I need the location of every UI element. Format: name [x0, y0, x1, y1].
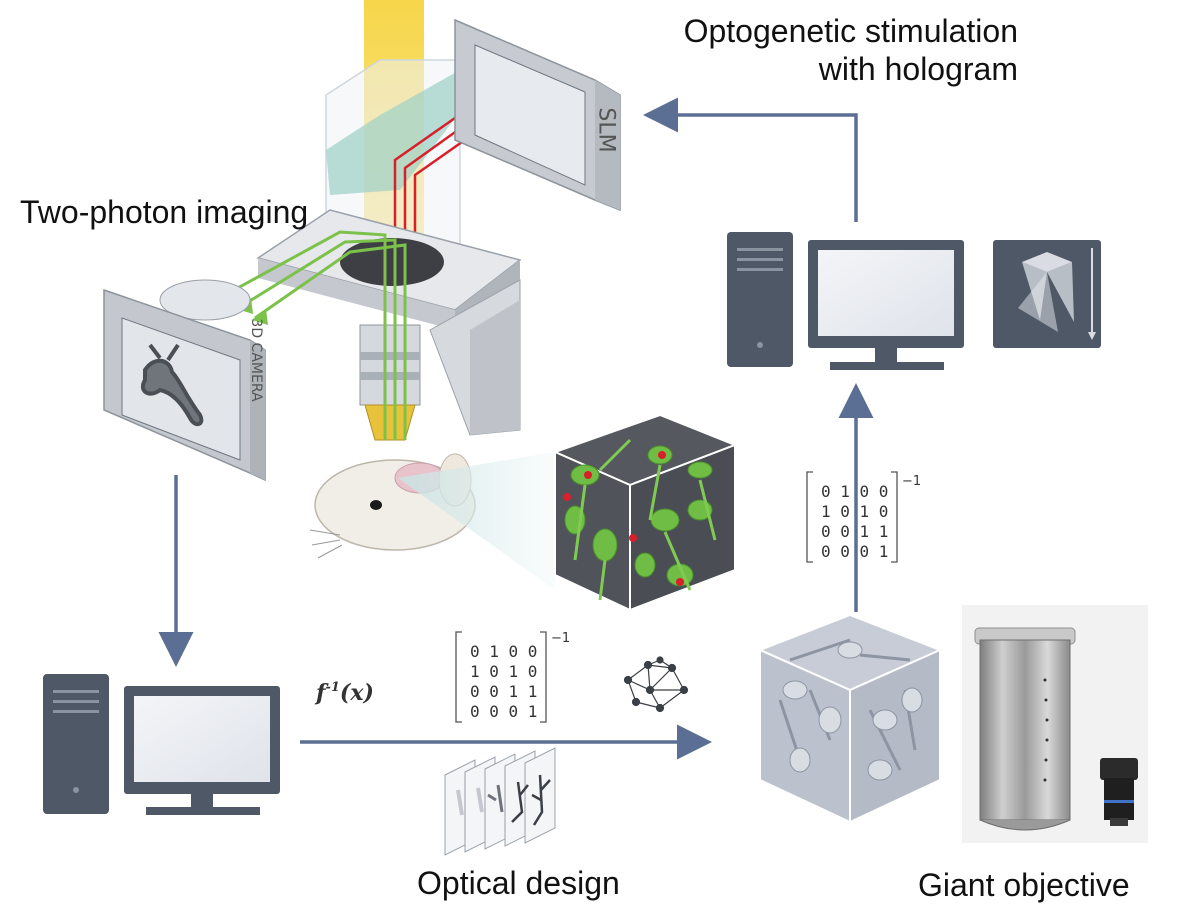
- matrix-bottom-row: 0 1 0 0: [470, 642, 537, 661]
- 3d-camera: 3D CAMERA: [103, 279, 266, 482]
- objective-lens: [359, 324, 421, 441]
- arrow-to-slm: [643, 97, 858, 222]
- neuron-tissue-cube-gray: [757, 613, 943, 824]
- matrix-right-row: 0 0 0 1: [821, 542, 888, 561]
- optogenetic-label-line2: with hologram: [818, 51, 1018, 87]
- neuron-image-on-camera: [140, 343, 204, 427]
- monitor-icon: [124, 686, 280, 815]
- matrix-bottom-exponent: −1: [551, 631, 570, 646]
- workstation-top: [727, 232, 1101, 370]
- matrix-right: 0 1 0 0 1 0 1 0 0 0 1 1 0 0 0 1 −1: [806, 471, 921, 563]
- matrix-right-row: 0 1 0 0: [821, 482, 888, 501]
- matrix-bottom: 0 1 0 0 1 0 1 0 0 0 1 1 0 0 0 1 −1: [455, 631, 570, 723]
- optogenetic-stimulation-label: Optogenetic stimulation with hologram: [684, 12, 1018, 88]
- matrix-bottom-row: 1 0 1 0: [470, 662, 537, 681]
- neuron-stack-icon: [444, 747, 556, 856]
- camera-label: 3D CAMERA: [248, 318, 264, 402]
- monitor-icon: [808, 240, 964, 370]
- standard-objective: [1100, 758, 1138, 826]
- formula-argument: (x): [340, 680, 374, 706]
- svg-text:f-1(x): f-1(x): [314, 680, 374, 706]
- flow-arrows: [158, 97, 874, 760]
- optical-design-label: Optical design: [417, 865, 620, 901]
- slm-device: SLM: [454, 18, 621, 212]
- projection-cone: [398, 452, 555, 590]
- slm-label: SLM: [594, 107, 619, 152]
- giant-objective-label: Giant objective: [918, 867, 1130, 903]
- workstation-bottom: [43, 674, 280, 815]
- matrix-bottom-row: 0 0 0 1: [470, 702, 537, 721]
- optogenetic-label-line1: Optogenetic stimulation: [683, 13, 1018, 49]
- formula-superscript: -1: [325, 680, 339, 695]
- giant-objective-photo: [962, 605, 1148, 843]
- two-photon-imaging-label: Two-photon imaging: [20, 194, 309, 230]
- computer-tower-icon: [727, 232, 793, 367]
- neuron-tissue-cube-green: [552, 413, 738, 612]
- hologram-projection-icon: [993, 240, 1101, 348]
- matrix-bottom-row: 0 0 1 1: [470, 682, 537, 701]
- matrix-right-row: 1 0 1 0: [821, 502, 888, 521]
- matrix-right-exponent: −1: [902, 474, 921, 489]
- neural-network-icon: [623, 656, 689, 713]
- inverse-function-formula: f-1(x): [314, 680, 374, 706]
- formula-func: f: [314, 680, 329, 706]
- computer-tower-icon: [43, 674, 109, 814]
- matrix-right-row: 0 0 1 1: [821, 522, 888, 541]
